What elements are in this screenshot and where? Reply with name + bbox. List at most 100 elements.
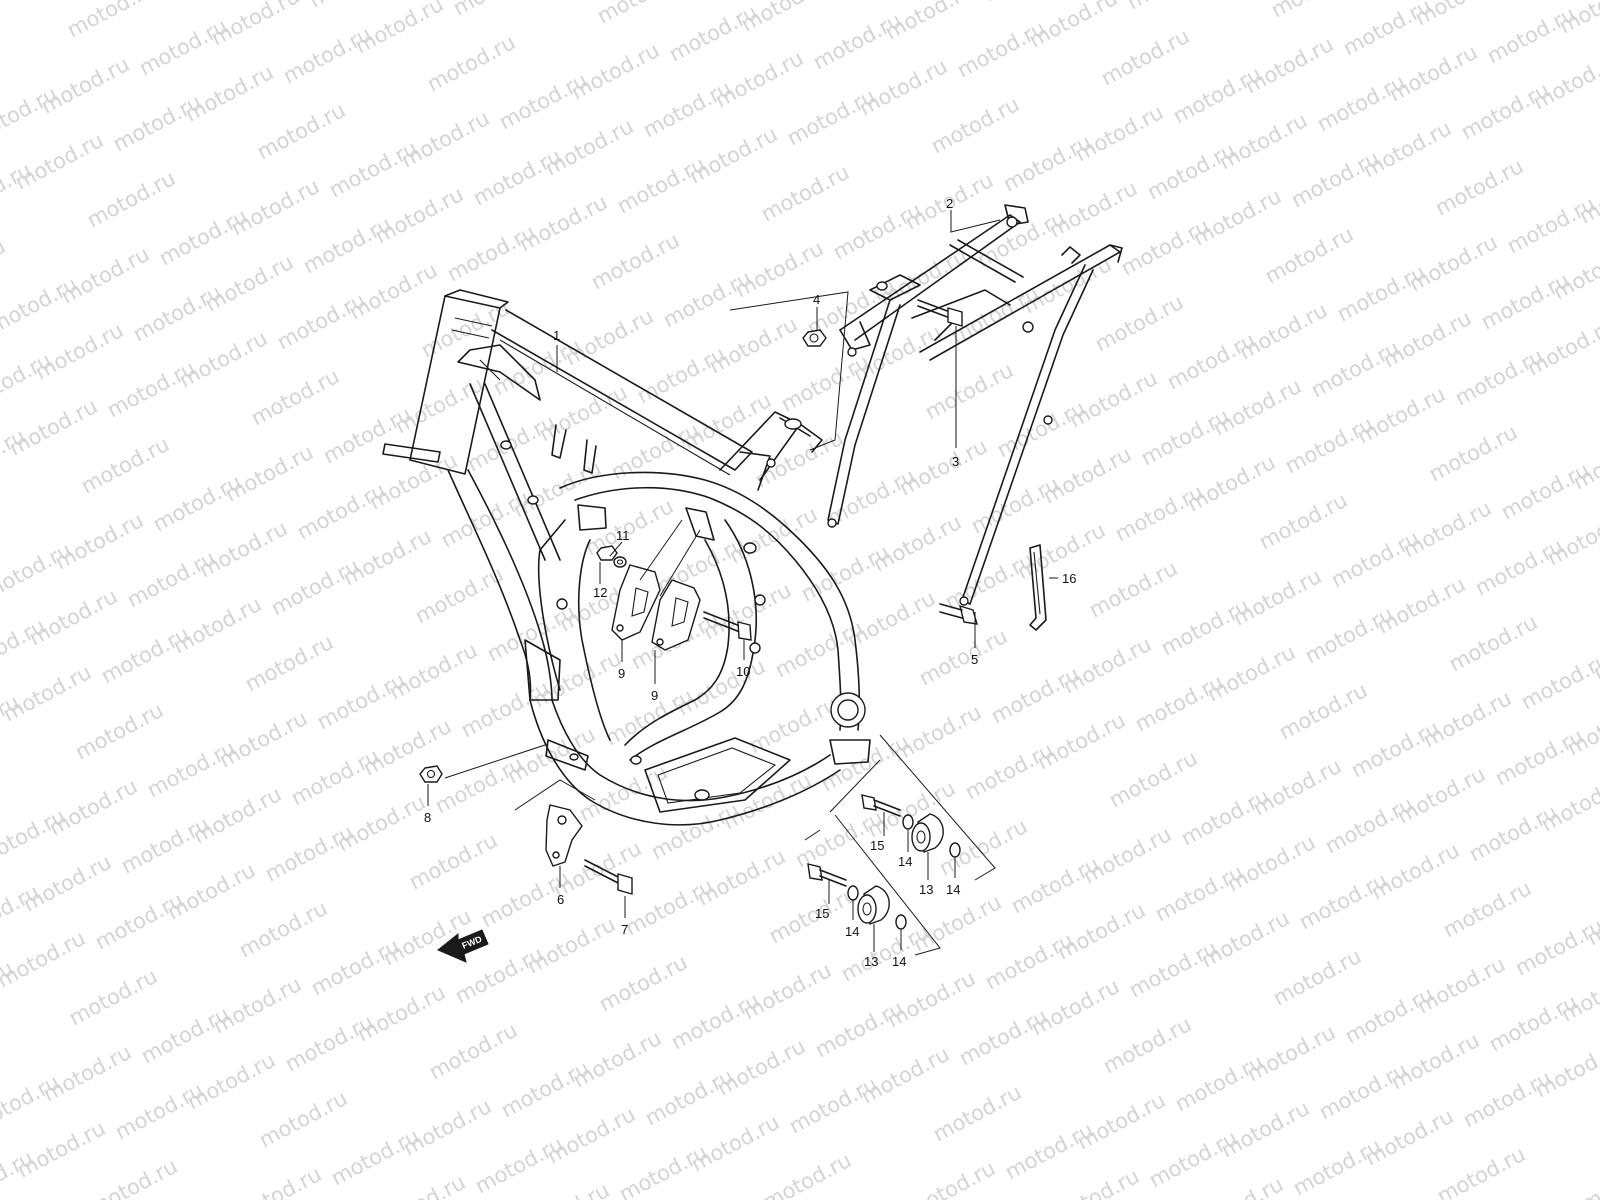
watermark-text: motod.ru — [1123, 0, 1219, 14]
washer-14a-icon — [902, 814, 914, 830]
watermark-text: motod.ru — [759, 1148, 855, 1200]
watermark-text: motod.ru — [1191, 1172, 1287, 1200]
callout-10: 10 — [736, 664, 750, 679]
watermark-text: motod.ru — [1105, 746, 1201, 812]
bolt-7-icon — [584, 859, 633, 895]
nut-8-icon — [419, 765, 443, 783]
callout-9a: 9 — [618, 666, 625, 681]
watermark-text: motod.ru — [63, 0, 159, 42]
watermark-text: motod.ru — [1411, 0, 1507, 30]
watermark-text: motod.ru — [1255, 488, 1351, 554]
callout-9b: 9 — [651, 688, 658, 703]
watermark-text: motod.ru — [1439, 876, 1535, 942]
main-frame — [382, 289, 871, 826]
engine-mount-plate-9a-icon — [611, 564, 661, 641]
callout-11: 11 — [616, 528, 630, 543]
watermark-text: motod.ru — [373, 1170, 469, 1200]
watermark-text: motod.ru — [1425, 420, 1521, 486]
callout-2: 2 — [946, 196, 953, 211]
watermark-text: motod.ru — [425, 1018, 521, 1084]
callout-13a: 13 — [919, 882, 933, 897]
watermark-text: motod.ru — [405, 828, 501, 894]
bushing-13b-icon — [857, 885, 890, 925]
callout-14d: 14 — [892, 954, 906, 969]
strap-16-icon — [1029, 544, 1047, 631]
rear-subframe — [729, 204, 1123, 606]
watermark-text: motod.ru — [1595, 352, 1600, 418]
fwd-direction-marker: FWD — [437, 929, 489, 963]
bolt-3-icon — [917, 299, 963, 327]
watermark-text: motod.ru — [247, 364, 343, 430]
watermark-text: motod.ru — [927, 92, 1023, 158]
watermark-text: motod.ru — [1433, 1142, 1529, 1200]
watermark-text: motod.ru — [305, 0, 401, 12]
watermark-text: motod.ru — [903, 1156, 999, 1200]
nut-4-icon — [802, 329, 827, 347]
watermark-text: motod.ru — [979, 0, 1075, 6]
watermark-text: motod.ru — [207, 0, 303, 50]
callout-15b: 15 — [815, 906, 829, 921]
callout-14c: 14 — [845, 924, 859, 939]
watermark-text: motod.ru — [1085, 556, 1181, 622]
callout-16: 16 — [1062, 571, 1076, 586]
watermark-text: motod.ru — [1091, 290, 1187, 356]
watermark-text: motod.ru — [0, 0, 87, 4]
watermark-text: motod.ru — [65, 964, 161, 1030]
engine-mount-plate-9b-icon — [651, 579, 701, 651]
watermark-text: motod.ru — [1261, 222, 1357, 288]
watermark-text: motod.ru — [241, 630, 337, 696]
washer-14b-icon — [949, 842, 961, 858]
mount-plate-6-icon — [545, 804, 583, 867]
watermark-text: motod.ru — [935, 814, 1031, 880]
watermark-text: motod.ru — [595, 950, 691, 1016]
callout-15a: 15 — [870, 838, 884, 853]
watermark-text: motod.ru — [921, 358, 1017, 424]
watermark-text: motod.ru — [417, 296, 513, 362]
watermark-text: motod.ru — [1267, 0, 1363, 22]
callout-13b: 13 — [864, 954, 878, 969]
watermark-text: motod.ru — [71, 698, 167, 764]
watermark-text: motod.ru — [83, 166, 179, 232]
watermark-text: motod.ru — [0, 926, 89, 992]
watermark-text: motod.ru — [85, 1154, 181, 1200]
watermark-text: motod.ru — [229, 1162, 325, 1200]
nut-11-icon — [596, 545, 618, 561]
bolt-15b-icon — [807, 863, 847, 887]
watermark-text: motod.ru — [0, 660, 95, 726]
watermark-text: motod.ru — [0, 234, 9, 300]
watermark-text: motod.ru — [593, 0, 689, 28]
callout-numbers: 1 2 3 4 5 6 7 8 9 9 10 11 12 13 13 14 14… — [424, 196, 1076, 969]
watermark-text: motod.ru — [757, 160, 853, 226]
callout-1: 1 — [553, 328, 560, 343]
watermark-text: motod.ru — [1269, 944, 1365, 1010]
callout-14b: 14 — [946, 882, 960, 897]
watermark-text: motod.ru — [1517, 648, 1600, 714]
callout-4: 4 — [813, 292, 820, 307]
leader-mount — [639, 519, 701, 597]
watermark-text: motod.ru — [1511, 914, 1600, 980]
bushing-13a-icon — [911, 813, 944, 853]
watermark-text: motod.ru — [235, 896, 331, 962]
watermark-text: motod.ru — [1099, 1012, 1195, 1078]
upper-mount-bracket — [685, 507, 715, 541]
watermark-text: motod.ru — [255, 1086, 351, 1152]
watermark-text: motod.ru — [1047, 1164, 1143, 1200]
callout-3: 3 — [952, 454, 959, 469]
watermark-text: motod.ru — [929, 1080, 1025, 1146]
washer-14c-icon — [847, 885, 859, 901]
callout-leaders — [427, 210, 1058, 952]
watermark-text: motod.ru — [1275, 678, 1371, 744]
watermark-text: motod.ru — [1025, 0, 1121, 52]
watermark-text: motod.ru — [751, 426, 847, 492]
callout-14a: 14 — [898, 854, 912, 869]
watermark-text: motod.ru — [253, 98, 349, 164]
watermark-text: motod.ru — [77, 432, 173, 498]
watermark-text: motod.ru — [1431, 154, 1527, 220]
watermark-text: motod.ru — [517, 1178, 613, 1200]
watermark-text: motod.ru — [1577, 1150, 1600, 1200]
bolt-15a-icon — [861, 794, 901, 817]
washer-14d-icon — [895, 914, 907, 930]
watermark-text: motod.ru — [423, 30, 519, 96]
